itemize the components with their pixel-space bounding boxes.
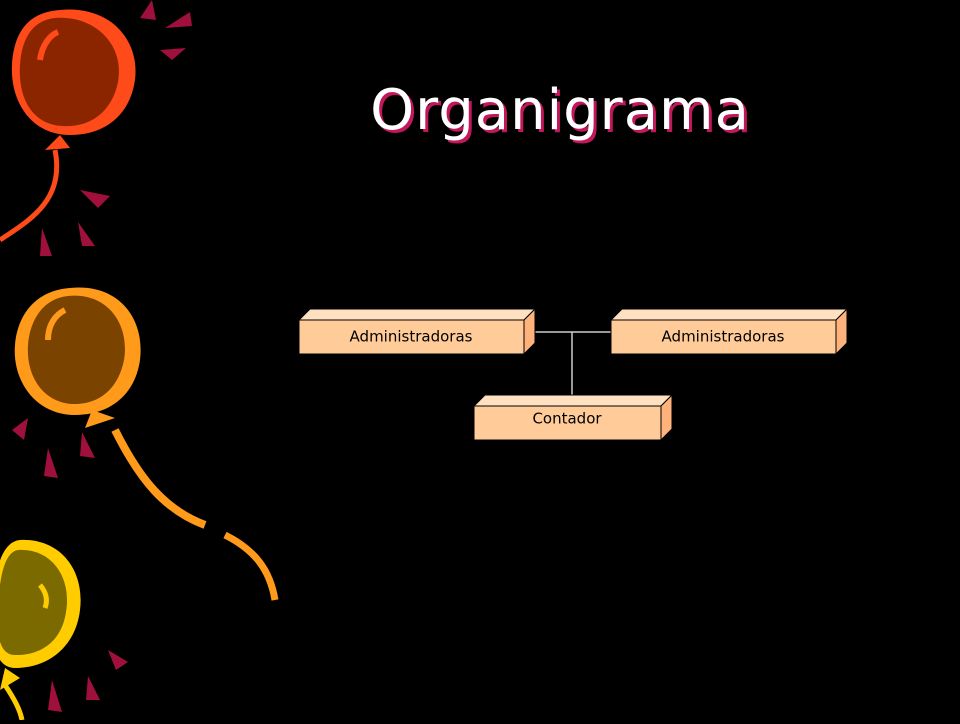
org-node-label: Administradoras bbox=[662, 328, 785, 346]
org-node-label: Administradoras bbox=[350, 328, 473, 346]
red-balloon-icon bbox=[0, 9, 136, 243]
org-node-contador: Contador bbox=[472, 393, 674, 442]
org-node-admin-right: Administradoras bbox=[609, 307, 849, 356]
balloon-decoration bbox=[0, 0, 279, 721]
confetti-icon bbox=[12, 0, 192, 712]
org-node-label: Contador bbox=[532, 410, 602, 428]
connector-lines bbox=[535, 331, 611, 397]
orange-balloon-icon bbox=[14, 287, 279, 601]
org-node-admin-left: Administradoras bbox=[297, 307, 537, 356]
slide-title: Organigrama bbox=[370, 78, 750, 143]
yellow-balloon-icon bbox=[0, 539, 81, 721]
